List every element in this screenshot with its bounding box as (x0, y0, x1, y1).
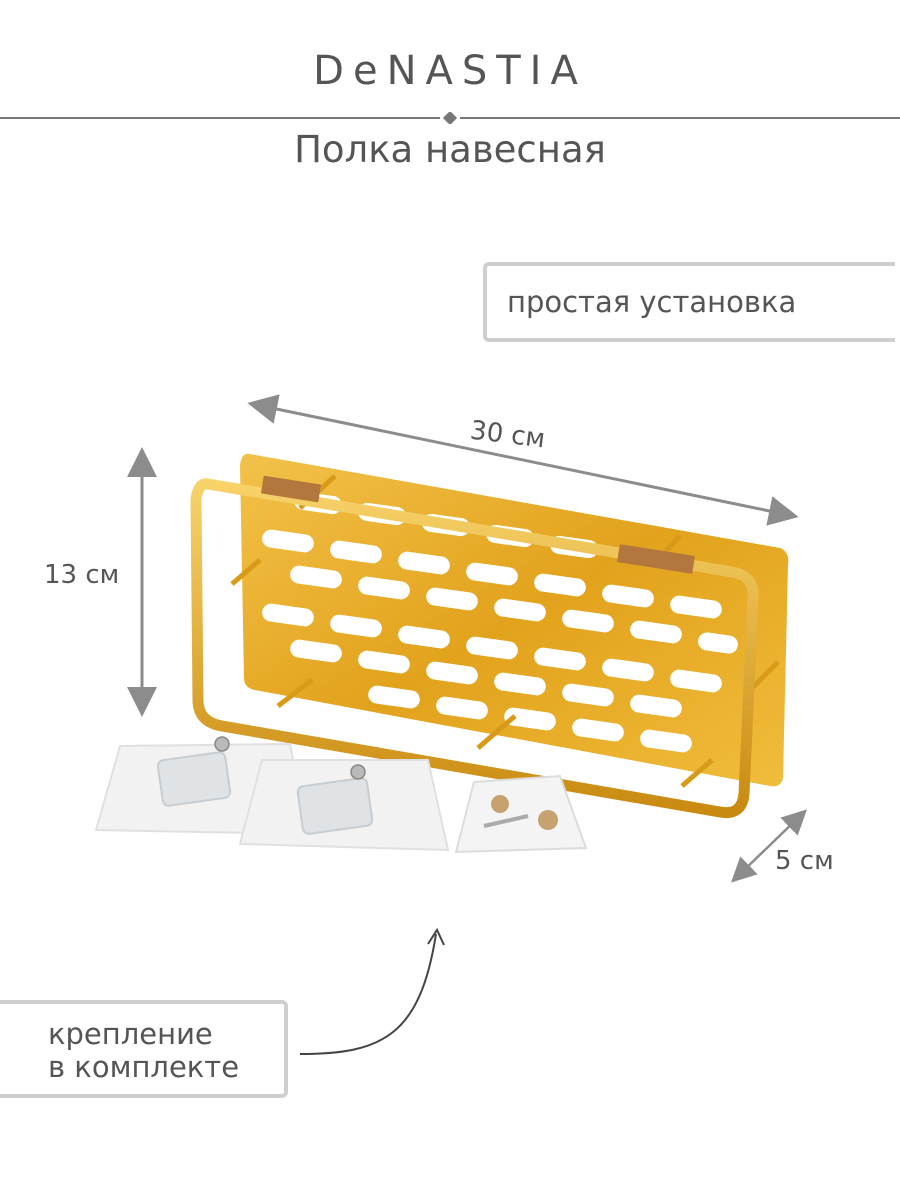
mount-line-1: крепление (48, 1017, 213, 1051)
adhesive-pad-right (238, 759, 450, 852)
brand-logo: DeNASTIA (313, 48, 587, 94)
right-bracket (617, 544, 695, 574)
mount-included-callout: крепление в комплекте (0, 1000, 288, 1098)
product-title: Полка навесная (294, 128, 606, 171)
mount-included-text: крепление в комплекте (48, 1018, 239, 1084)
shelf-front-rail (190, 478, 759, 819)
mount-pointer-arrow (299, 933, 437, 1055)
depth-label: 5 см (775, 846, 834, 876)
depth-arrow (731, 809, 807, 883)
header-divider (0, 112, 900, 124)
screws-bag (454, 774, 588, 854)
mount-line-2: в комплекте (48, 1050, 240, 1084)
width-arrow (247, 394, 799, 526)
easy-install-text: простая установка (507, 285, 797, 319)
height-label: 13 см (44, 560, 120, 590)
easy-install-callout: простая установка (483, 262, 895, 342)
left-bracket (260, 475, 322, 503)
